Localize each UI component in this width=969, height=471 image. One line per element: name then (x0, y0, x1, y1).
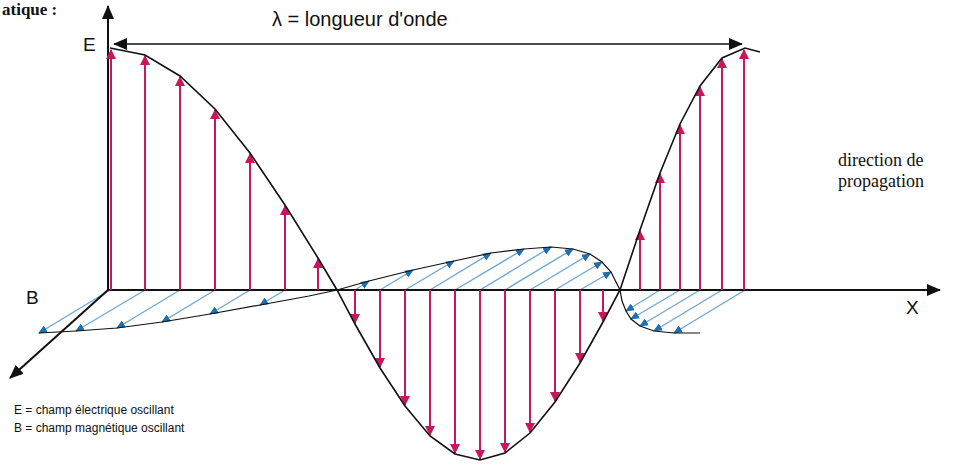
e-vector (454, 290, 456, 453)
e-vector (354, 290, 356, 323)
e-vector (554, 290, 556, 401)
x-axis (108, 289, 940, 291)
b-vector (631, 290, 680, 319)
e-vector (429, 290, 431, 435)
b-vector (580, 272, 611, 290)
e-vector (479, 290, 481, 459)
b-vector (405, 261, 454, 290)
b-vector (674, 290, 745, 333)
b-vector (430, 253, 491, 290)
e-vector (317, 259, 319, 290)
legend-note: E = champ électrique oscillant (14, 404, 174, 418)
e-vector (602, 290, 604, 321)
e-vector (404, 290, 406, 405)
e-vector (379, 290, 381, 367)
b-axis (10, 290, 108, 378)
axis-label: E (83, 34, 96, 56)
electric-wave-curve (110, 48, 760, 460)
electric-field-vectors (111, 50, 744, 459)
e-vector (699, 87, 701, 290)
b-vector (626, 290, 660, 311)
e-vector (659, 174, 661, 290)
e-vector (214, 110, 216, 290)
wavelength-label: λ = longueur d'onde (272, 8, 448, 31)
e-vector (284, 206, 286, 290)
legend-note: B = champ magnétique oscillant (14, 422, 184, 436)
e-vector (144, 56, 146, 290)
e-vector (249, 154, 251, 290)
e-axis (107, 6, 109, 290)
e-vector (529, 290, 531, 432)
e-vector (679, 125, 681, 290)
e-vector (179, 77, 181, 290)
b-vector (380, 270, 413, 290)
e-vector (110, 50, 112, 290)
e-vector (743, 50, 745, 290)
e-vector (579, 290, 581, 362)
heading-fragment: atique : (2, 0, 57, 20)
b-vector (555, 262, 602, 290)
b-vector (530, 254, 590, 290)
e-vector (504, 290, 506, 452)
b-vector (117, 290, 180, 328)
axis-label: X (906, 297, 919, 319)
wavelength-arrow (114, 43, 742, 45)
axis-caption: direction de propagation (838, 150, 956, 191)
e-vector (721, 59, 723, 290)
axis-label: B (26, 287, 39, 309)
e-vector (639, 231, 641, 290)
